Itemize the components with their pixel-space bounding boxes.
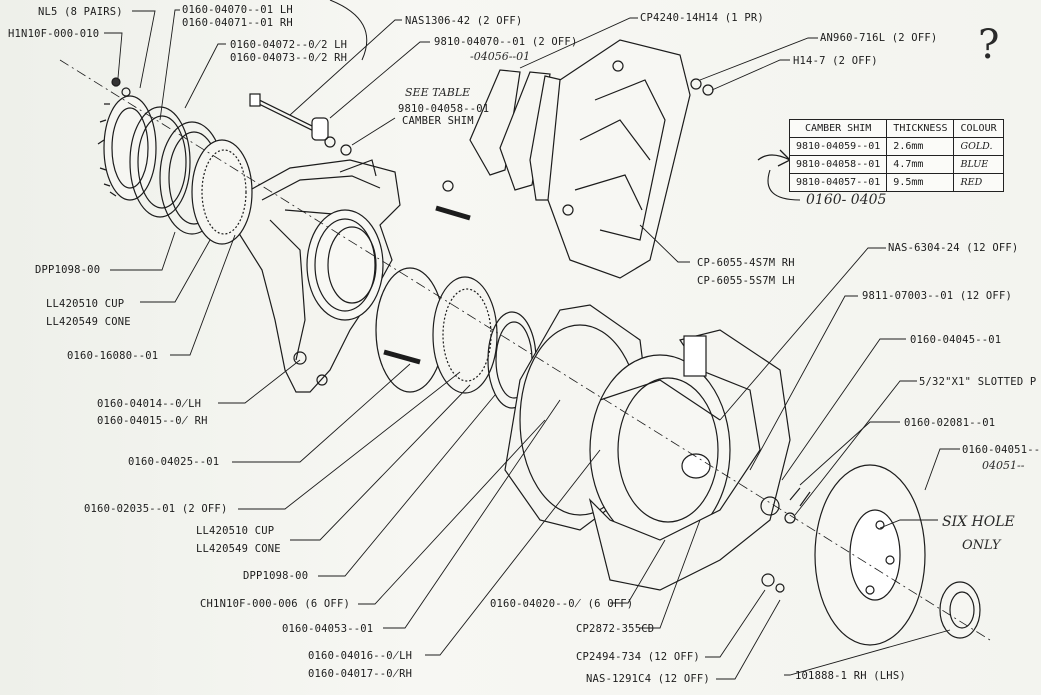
label-cp2872: CP2872-355CD: [576, 623, 655, 635]
hand-only: ONLY: [962, 538, 1001, 553]
hand-curve: [767, 169, 801, 201]
label-04070-lh: 0160-04070--01 LH: [182, 4, 293, 16]
stud-nut-small: [761, 573, 775, 587]
label-cp6055-rh: CP-6055-4S7M RH: [697, 257, 795, 269]
table-cell: 9.5mm: [886, 173, 955, 192]
label-04071-rh: 0160-04071--01 RH: [182, 17, 293, 29]
spacer: [760, 496, 780, 516]
hand-arrow-two: [789, 487, 811, 507]
label-ll420510-lower: LL420510 CUP: [196, 525, 275, 537]
label-cp4240: CP4240-14H14 (1 PR): [640, 12, 764, 24]
bearing-cone: [191, 139, 253, 245]
label-04051-hand: 04051--: [982, 459, 1025, 472]
label-camber-shim: CAMBER SHIM: [402, 115, 474, 127]
table-cell: GOLD.: [953, 137, 1004, 156]
label-cp6055-lh: CP-6055-5S7M LH: [697, 275, 795, 287]
hand-six-holes: SIX HOLE: [942, 514, 1015, 530]
label-nas1291: NAS-1291C4 (12 OFF): [586, 673, 710, 685]
table-row: 9810-04057--01 9.5mm RED: [788, 173, 1004, 192]
hub-nut: [939, 581, 981, 639]
table-cell: 4.7mm: [886, 155, 955, 174]
table-cell: 9810-04058--01: [788, 155, 888, 174]
bolt-nas1306: [249, 93, 322, 135]
label-dpp1098-lower: DPP1098-00: [243, 570, 309, 582]
label-ch1n10f: CH1N10F-000-006 (6 OFF): [200, 598, 350, 610]
label-04025: 0160-04025--01: [128, 456, 220, 468]
label-04073-rh: 0160-04073--0̸2 RH: [230, 52, 348, 64]
label-04053: 0160-04053--01: [282, 623, 374, 635]
brake-pads: [469, 69, 563, 201]
bearing-cone-rollers: [201, 149, 247, 235]
table-header-row: CAMBER SHIM THICKNESS COLOUR: [788, 119, 1004, 138]
label-04020: 0160-04020--0̸ (6 OFF): [490, 598, 634, 610]
stud-nut: [442, 180, 454, 192]
centre-line: [59, 59, 991, 641]
wheel-hub: [589, 354, 731, 546]
table-header: THICKNESS: [886, 119, 955, 138]
leader-lines: [104, 9, 960, 680]
hand-note-0160-0405: 0160- 0405: [806, 192, 887, 208]
label-an960: AN960-716L (2 OFF): [820, 32, 938, 44]
label-h1n10f: H1N10F-000-010: [8, 28, 100, 40]
label-nl5: NL5 (8 PAIRS): [38, 6, 123, 18]
small-washer: [121, 87, 131, 97]
label-04017-rh: 0160-04017--0̸RH: [308, 668, 413, 680]
brake-caliper: [547, 39, 691, 279]
hand-question-mark: ?: [978, 22, 1000, 68]
label-dpp1098-upper: DPP1098-00: [35, 264, 101, 276]
slotted-pin: [784, 512, 796, 524]
label-04072-lh: 0160-04072--0̸2 LH: [230, 39, 348, 51]
label-see-table: SEE TABLE: [405, 86, 471, 99]
hand-arrow: [757, 149, 792, 167]
stud-washer-small: [775, 583, 785, 593]
label-04056: -04056--01: [470, 50, 531, 63]
table-row: 9810-04059--01 2.6mm GOLD.: [788, 137, 1004, 156]
table-cell: 9810-04059--01: [788, 137, 888, 156]
label-9811-07003: 9811-07003--01 (12 OFF): [862, 290, 1012, 302]
label-ll420510-upper: LL420510 CUP: [46, 298, 125, 310]
label-h14: H14-7 (2 OFF): [793, 55, 878, 67]
caliper-nut: [702, 84, 714, 96]
table-header: CAMBER SHIM: [788, 119, 888, 138]
label-nas6304: NAS-6304-24 (12 OFF): [888, 242, 1019, 254]
label-101888: 101888-1 RH (LHS): [795, 670, 906, 682]
hand-circle: [329, 0, 368, 61]
upright-hub-carrier: [227, 159, 401, 393]
label-02081: 0160-02081--01: [904, 417, 996, 429]
label-16080: 0160-16080--01: [67, 350, 159, 362]
castellated-nut: [97, 95, 157, 201]
label-9810-04070: 9810-04070--01 (2 OFF): [434, 36, 578, 48]
label-04016-lh: 0160-04016--0̸LH: [308, 650, 413, 662]
drive-plate: [814, 464, 926, 646]
camber-shim-table: CAMBER SHIM THICKNESS COLOUR 9810-04059-…: [788, 119, 1004, 192]
label-04045: 0160-04045--01: [910, 334, 1002, 346]
label-nas1306: NAS1306-42 (2 OFF): [405, 15, 523, 27]
table-cell: 9810-04057--01: [788, 173, 888, 192]
camber-bolt: [311, 117, 352, 156]
table-cell: 2.6mm: [886, 137, 955, 156]
stud-lower: [383, 349, 421, 365]
label-04015-rh: 0160-04015--0̸ RH: [97, 415, 208, 427]
label-slotted-pin: 5/32"X1" SLOTTED P: [919, 376, 1037, 388]
label-04051: 0160-04051--: [962, 444, 1041, 456]
table-cell: RED: [953, 173, 1004, 192]
label-ll420549-lower: LL420549 CONE: [196, 543, 281, 555]
bearing-cone-right: [432, 276, 498, 394]
caliper-washer: [690, 78, 702, 90]
small-screw: [111, 77, 121, 87]
seal-ring-1-inner: [137, 115, 187, 209]
label-02035: 0160-02035--01 (2 OFF): [84, 503, 228, 515]
seal-ring-1: [129, 106, 191, 218]
table-header: COLOUR: [953, 119, 1004, 138]
label-9810-04058: 9810-04058--01: [398, 103, 490, 115]
label-cp2494: CP2494-734 (12 OFF): [576, 651, 700, 663]
stud-upper: [435, 205, 471, 221]
table-row: 9810-04058--01 4.7mm BLUE: [788, 155, 1004, 174]
label-04014-lh: 0160-04014--0̸LH: [97, 398, 202, 410]
label-ll420549-upper: LL420549 CONE: [46, 316, 131, 328]
table-cell: BLUE: [953, 155, 1004, 174]
